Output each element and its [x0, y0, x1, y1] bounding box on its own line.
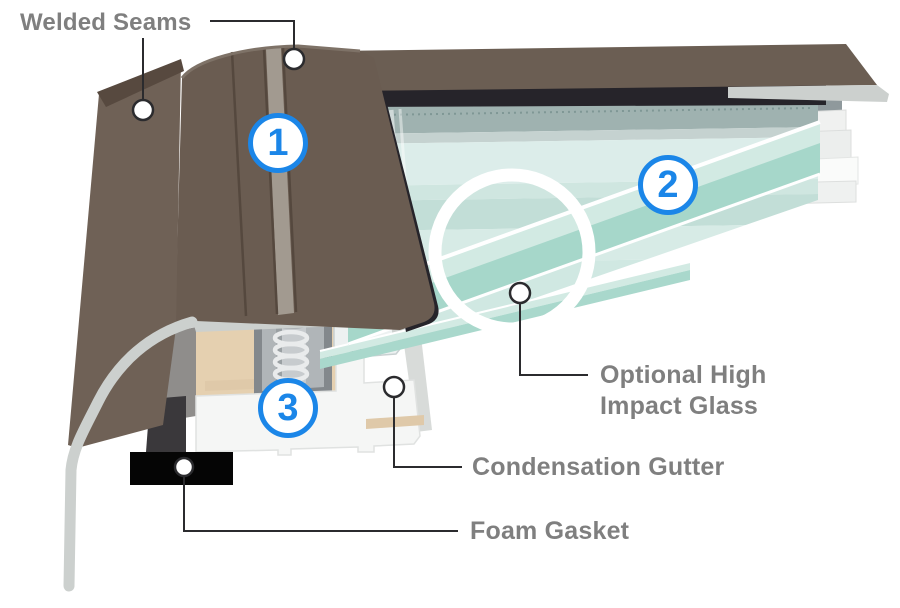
- top-flashing: [332, 44, 889, 102]
- glass-bottom-pane: [319, 261, 691, 369]
- foam-gasket-label: Foam Gasket: [470, 517, 630, 545]
- optional-impact-glass-label-line1: Optional High: [600, 361, 767, 389]
- condensation-gutter-dot: [382, 375, 406, 399]
- badge-2: 2: [638, 155, 698, 215]
- welded-seams-label: Welded Seams: [20, 9, 192, 36]
- optional-impact-glass-label-line2: Impact Glass: [600, 392, 759, 420]
- impact-glass-dot: [508, 281, 532, 305]
- badge-3: 3: [258, 378, 318, 438]
- badge-1: 1: [248, 113, 308, 173]
- leader-lines: [142, 20, 588, 532]
- roof-apron-flashing: [63, 59, 198, 592]
- condensation-gutter-label: Condensation Gutter: [472, 453, 725, 481]
- foam-gasket-dot: [173, 456, 195, 478]
- welded-seam-dot-right: [282, 47, 306, 71]
- callout-dots: [131, 47, 532, 478]
- curb-cover-flashing: [175, 44, 435, 330]
- optional-impact-glass-label: Optional High Impact Glass: [600, 360, 766, 422]
- magnifier-ring: [428, 168, 596, 336]
- welded-seam-dot-left: [131, 98, 155, 122]
- apron-underside-liner: [63, 316, 198, 592]
